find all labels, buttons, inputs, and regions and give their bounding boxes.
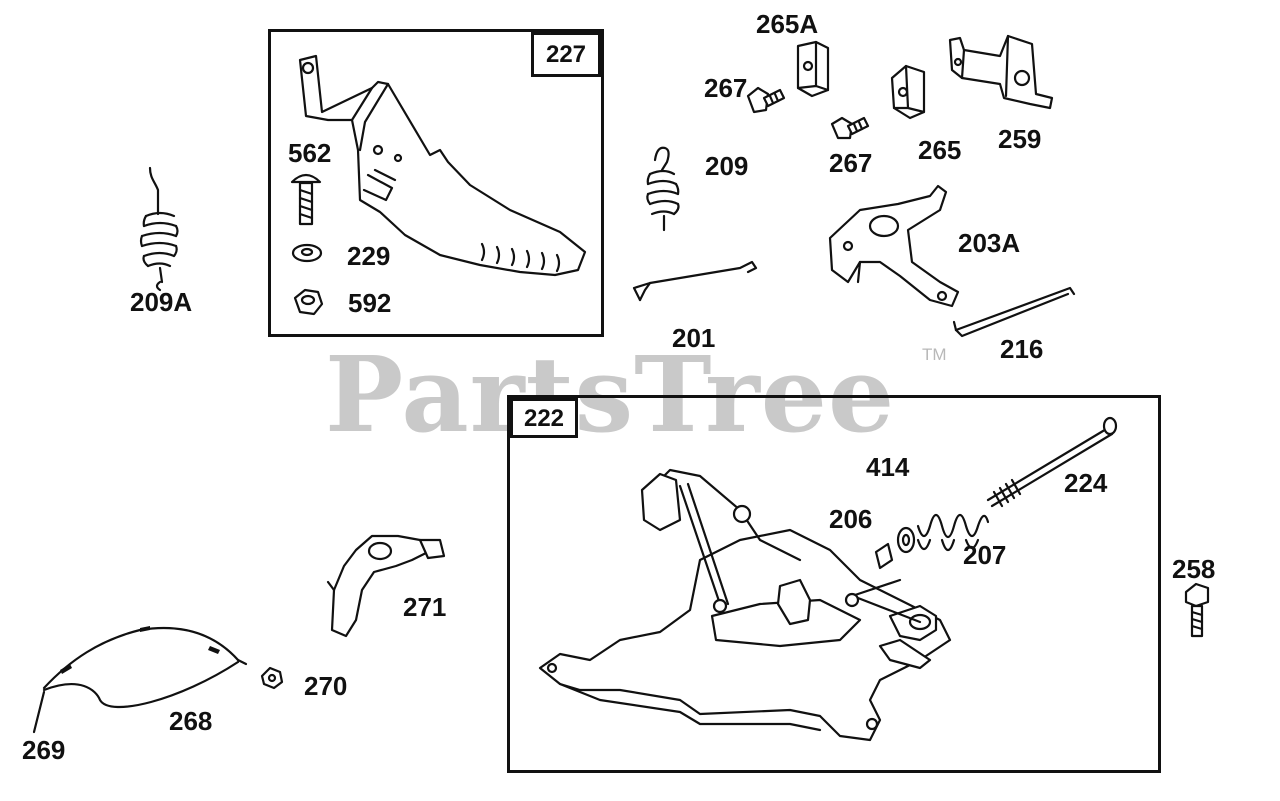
base-plate-222-drawing xyxy=(538,468,952,742)
watermark-trademark: TM xyxy=(922,345,947,364)
clip-265a-drawing xyxy=(796,40,830,98)
part-label-209a[interactable]: 209A xyxy=(130,287,193,317)
part-label-224[interactable]: 224 xyxy=(1064,468,1108,498)
part-label-269[interactable]: 269 xyxy=(22,735,66,765)
washer-414-drawing xyxy=(896,526,916,554)
clip-265-drawing xyxy=(890,64,926,120)
group-tag-227: 227 xyxy=(531,32,601,77)
bolt-224-drawing xyxy=(986,416,1118,508)
part-label-265[interactable]: 265 xyxy=(918,135,962,165)
part-label-201[interactable]: 201 xyxy=(672,323,716,353)
bolt-267-lower-drawing xyxy=(830,116,870,140)
watermark-text: PartsTree xyxy=(325,333,896,456)
part-label-265a[interactable]: 265A xyxy=(756,9,819,39)
part-label-271[interactable]: 271 xyxy=(403,592,447,622)
part-label-259[interactable]: 259 xyxy=(998,124,1042,154)
group-tag-222: 222 xyxy=(510,398,578,438)
nut-592-drawing xyxy=(293,288,324,316)
part-label-414[interactable]: 414 xyxy=(866,452,910,482)
part-label-206[interactable]: 206 xyxy=(829,504,873,534)
lever-271-drawing xyxy=(326,534,446,638)
nut-270-drawing xyxy=(260,666,284,690)
part-label-592[interactable]: 592 xyxy=(348,288,392,318)
bracket-259-drawing xyxy=(948,34,1054,110)
washer-229-drawing xyxy=(291,243,323,263)
lever-203a-drawing xyxy=(828,184,960,308)
part-label-203a[interactable]: 203A xyxy=(958,228,1021,258)
leader-269-drawing xyxy=(32,690,46,734)
part-label-229[interactable]: 229 xyxy=(347,241,391,271)
link-rod-201-drawing xyxy=(632,260,758,302)
part-label-270[interactable]: 270 xyxy=(304,671,348,701)
rod-216-drawing xyxy=(952,286,1076,338)
part-label-267-lower[interactable]: 267 xyxy=(829,148,873,178)
cable-268-drawing xyxy=(42,626,248,709)
part-label-562[interactable]: 562 xyxy=(288,138,332,168)
spring-209-drawing xyxy=(646,146,680,232)
bolt-267-upper-drawing xyxy=(746,86,786,114)
part-label-268[interactable]: 268 xyxy=(169,706,213,736)
plate-206-drawing xyxy=(874,542,894,570)
bolt-258-drawing xyxy=(1184,582,1210,638)
part-label-209[interactable]: 209 xyxy=(705,151,749,181)
group-box-222 xyxy=(507,395,1161,773)
bracket-227-drawing xyxy=(298,54,587,277)
part-label-207[interactable]: 207 xyxy=(963,540,1007,570)
part-label-258[interactable]: 258 xyxy=(1172,554,1216,584)
spring-207-drawing xyxy=(916,513,990,552)
group-box-227 xyxy=(268,29,604,337)
part-label-216[interactable]: 216 xyxy=(1000,334,1044,364)
spring-209a-drawing xyxy=(139,166,179,292)
part-label-267-upper[interactable]: 267 xyxy=(704,73,748,103)
screw-562-drawing xyxy=(290,173,322,226)
